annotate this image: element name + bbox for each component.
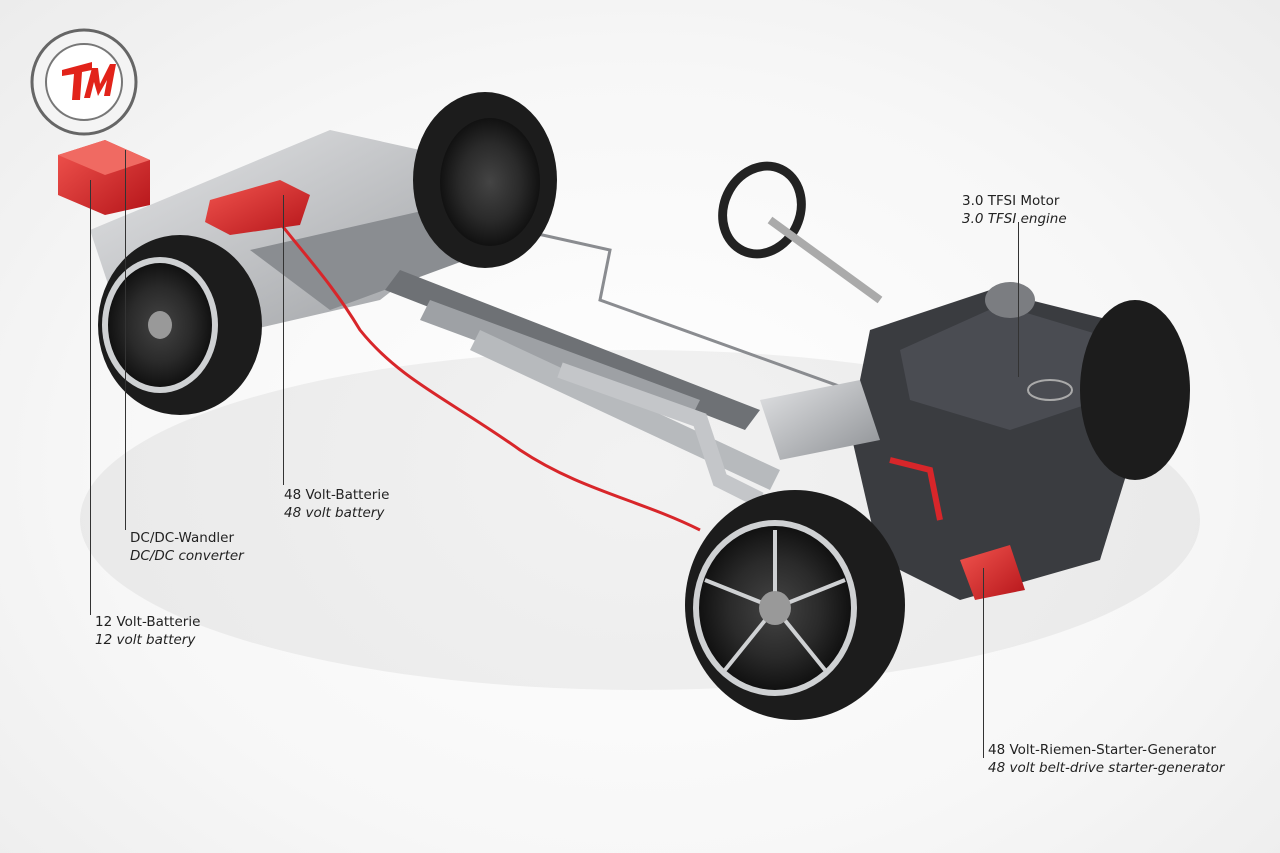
label-engine-en: 3.0 TFSI engine xyxy=(962,211,1067,227)
rear-right-wheel xyxy=(413,92,557,268)
label-battery-12v-en: 12 volt battery xyxy=(95,632,196,648)
front-left-wheel xyxy=(685,490,905,720)
label-dcdc: DC/DC-Wandler DC/DC converter xyxy=(130,529,244,565)
label-starter-generator-en: 48 volt belt-drive starter-generator xyxy=(988,760,1225,776)
starter-generator-shape xyxy=(960,545,1025,600)
label-starter-generator-de: 48 Volt-Riemen-Starter-Generator xyxy=(988,742,1217,758)
label-battery-48v-en: 48 volt battery xyxy=(284,505,385,521)
label-battery-12v-de: 12 Volt-Batterie xyxy=(95,614,201,630)
leader-line-battery-12v xyxy=(90,180,91,615)
reportmotori-logo xyxy=(30,28,138,136)
label-dcdc-de: DC/DC-Wandler xyxy=(130,530,235,546)
label-battery-48v: 48 Volt-Batterie 48 volt battery xyxy=(284,486,389,522)
leader-line-battery-48v xyxy=(283,195,284,485)
front-right-wheel xyxy=(1080,300,1190,480)
leader-line-dcdc xyxy=(125,150,126,530)
label-engine: 3.0 TFSI Motor 3.0 TFSI engine xyxy=(962,192,1067,228)
label-starter-generator: 48 Volt-Riemen-Starter-Generator 48 volt… xyxy=(988,741,1224,777)
label-dcdc-en: DC/DC converter xyxy=(130,548,244,564)
engine-block xyxy=(760,282,1140,600)
battery-12v-shape xyxy=(58,140,150,215)
rear-left-wheel xyxy=(98,235,262,415)
leader-line-engine xyxy=(1018,222,1019,377)
exhaust xyxy=(557,362,764,508)
label-engine-de: 3.0 TFSI Motor xyxy=(962,193,1060,209)
steering-wheel xyxy=(718,161,883,304)
leader-line-starter-generator xyxy=(983,568,984,758)
hv-cable xyxy=(268,209,701,532)
brake-line xyxy=(519,228,851,392)
label-battery-48v-de: 48 Volt-Batterie xyxy=(284,487,390,503)
label-battery-12v: 12 Volt-Batterie 12 volt battery xyxy=(95,613,200,649)
